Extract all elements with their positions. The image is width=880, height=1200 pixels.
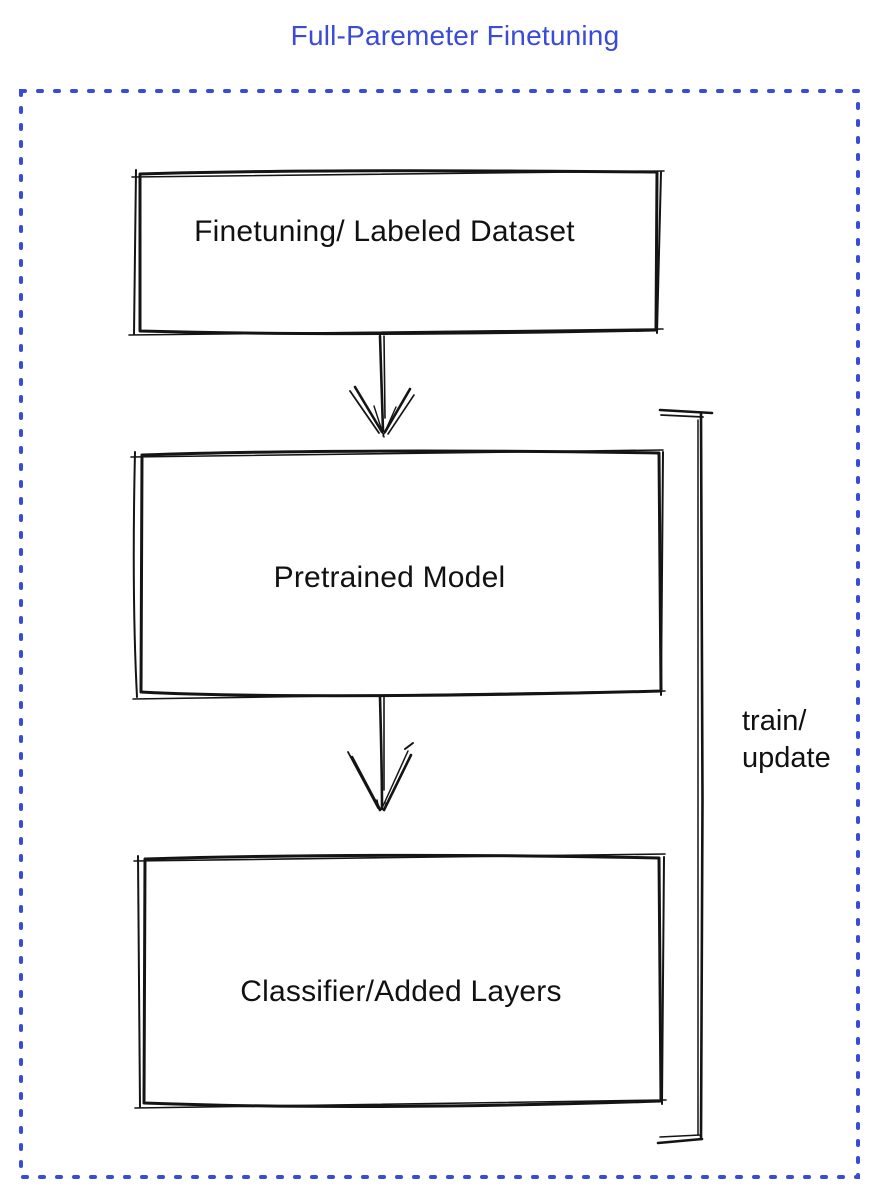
pretrained-box-sketch-top (130, 449, 664, 458)
dataset-box-sketch-right (656, 171, 662, 334)
dataset-box-sketch-bottom (128, 328, 664, 336)
classifier-box-sketch-top (133, 853, 666, 862)
dataset-box-shape (138, 169, 659, 336)
dataset-box (128, 169, 665, 336)
classifier-box (133, 853, 667, 1109)
pretrained-box-sketch-bottom (132, 690, 666, 700)
arrow-dataset-to-pretrained (349, 334, 415, 438)
arrow-pretrained-to-classifier (347, 695, 414, 812)
classifier-box-sketch-right (661, 856, 665, 1105)
dotted-boundary (19, 89, 860, 1179)
train-update-bracket (656, 408, 714, 1145)
classifier-box-sketch-left (137, 855, 141, 1108)
dataset-box-sketch-top (131, 170, 665, 178)
page-title: Full-Paremeter Finetuning (290, 20, 620, 51)
pretrained-box-sketch-right (660, 451, 664, 696)
pretrained-box-sketch-left (132, 451, 138, 698)
pretrained-box-label: Pretrained Model (273, 561, 506, 594)
classifier-box-label: Classifier/Added Layers (240, 975, 562, 1008)
pretrained-box (130, 449, 666, 700)
dataset-box-sketch-left (133, 169, 137, 335)
train-update-label: train/ update (742, 705, 831, 774)
dataset-box-label: Finetuning/ Labeled Dataset (194, 215, 575, 248)
classifier-box-sketch-bottom (134, 1099, 667, 1109)
